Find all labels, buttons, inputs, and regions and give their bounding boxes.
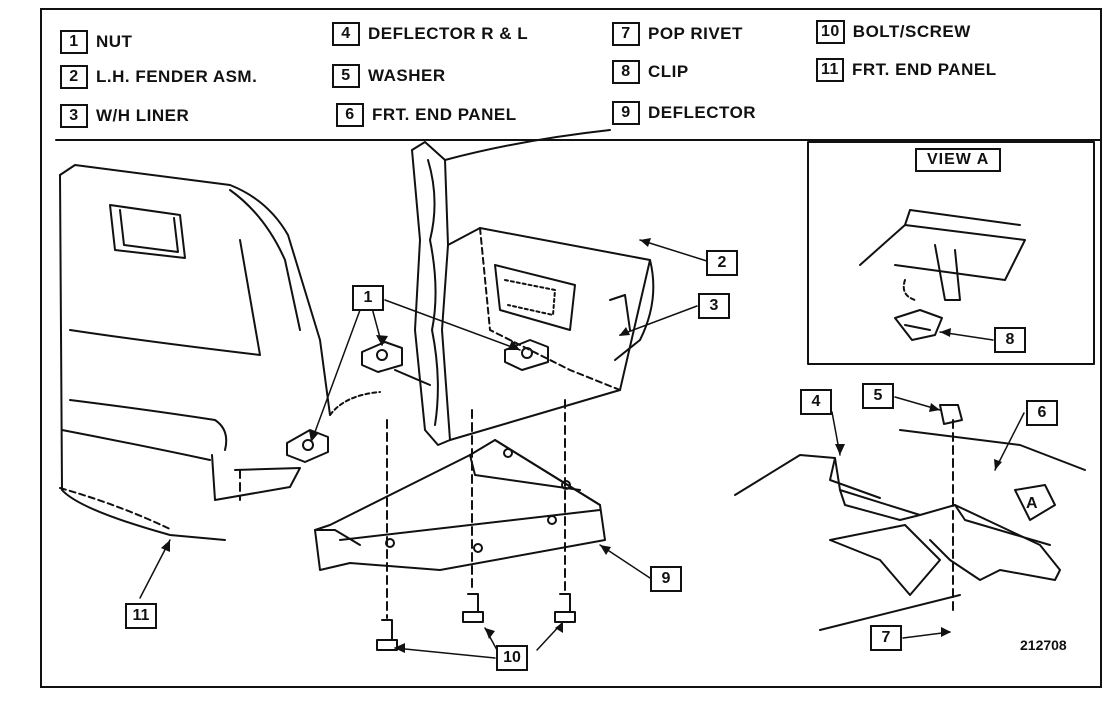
legend-label: FRT. END PANEL [852,60,997,79]
legend-label: W/H LINER [96,106,190,125]
diagram-frame [40,8,1102,688]
fender-assembly [394,129,655,446]
legend-label: BOLT/SCREW [852,22,971,41]
front-end-panel-body [59,164,381,541]
view-a-arrow-letter: A [1026,495,1038,512]
deflector-bracket-detail [734,404,1086,631]
bolt-parts [376,593,576,651]
legend-label: CLIP [648,62,689,81]
legend-label: L.H. FENDER ASM. [96,67,258,86]
callout-wheelhouse-liner: 3 [698,293,730,319]
view-a-detail [859,209,1026,341]
assembly-centerlines [239,399,954,619]
legend-label: WASHER [368,66,446,85]
legend-label: POP RIVET [648,24,743,43]
view-a-title: VIEW A [915,148,1002,172]
callout-deflector: 9 [650,566,682,592]
callout-deflector-rl: 4 [800,389,832,415]
callout-pop-rivet: 7 [870,625,902,651]
leader-lines [139,239,1025,659]
legend-label: NUT [96,32,133,51]
legend-label: DEFLECTOR R & L [368,24,529,43]
arrowheads [161,238,1002,653]
drawing-number: 212708 [1020,637,1067,653]
nut-parts [286,339,549,463]
deflector-part [314,439,606,571]
callout-bolt-screw: 10 [496,645,528,671]
callout-clip: 8 [994,327,1026,353]
legend-label: FRT. END PANEL [372,105,517,124]
callout-frt-end-panel-11: 11 [125,603,157,629]
callout-frt-end-panel-6: 6 [1026,400,1058,426]
view-a-inset-box [807,141,1095,365]
callout-nut: 1 [352,285,384,311]
callout-washer: 5 [862,383,894,409]
legend-label: DEFLECTOR [648,103,757,122]
callout-fender: 2 [706,250,738,276]
